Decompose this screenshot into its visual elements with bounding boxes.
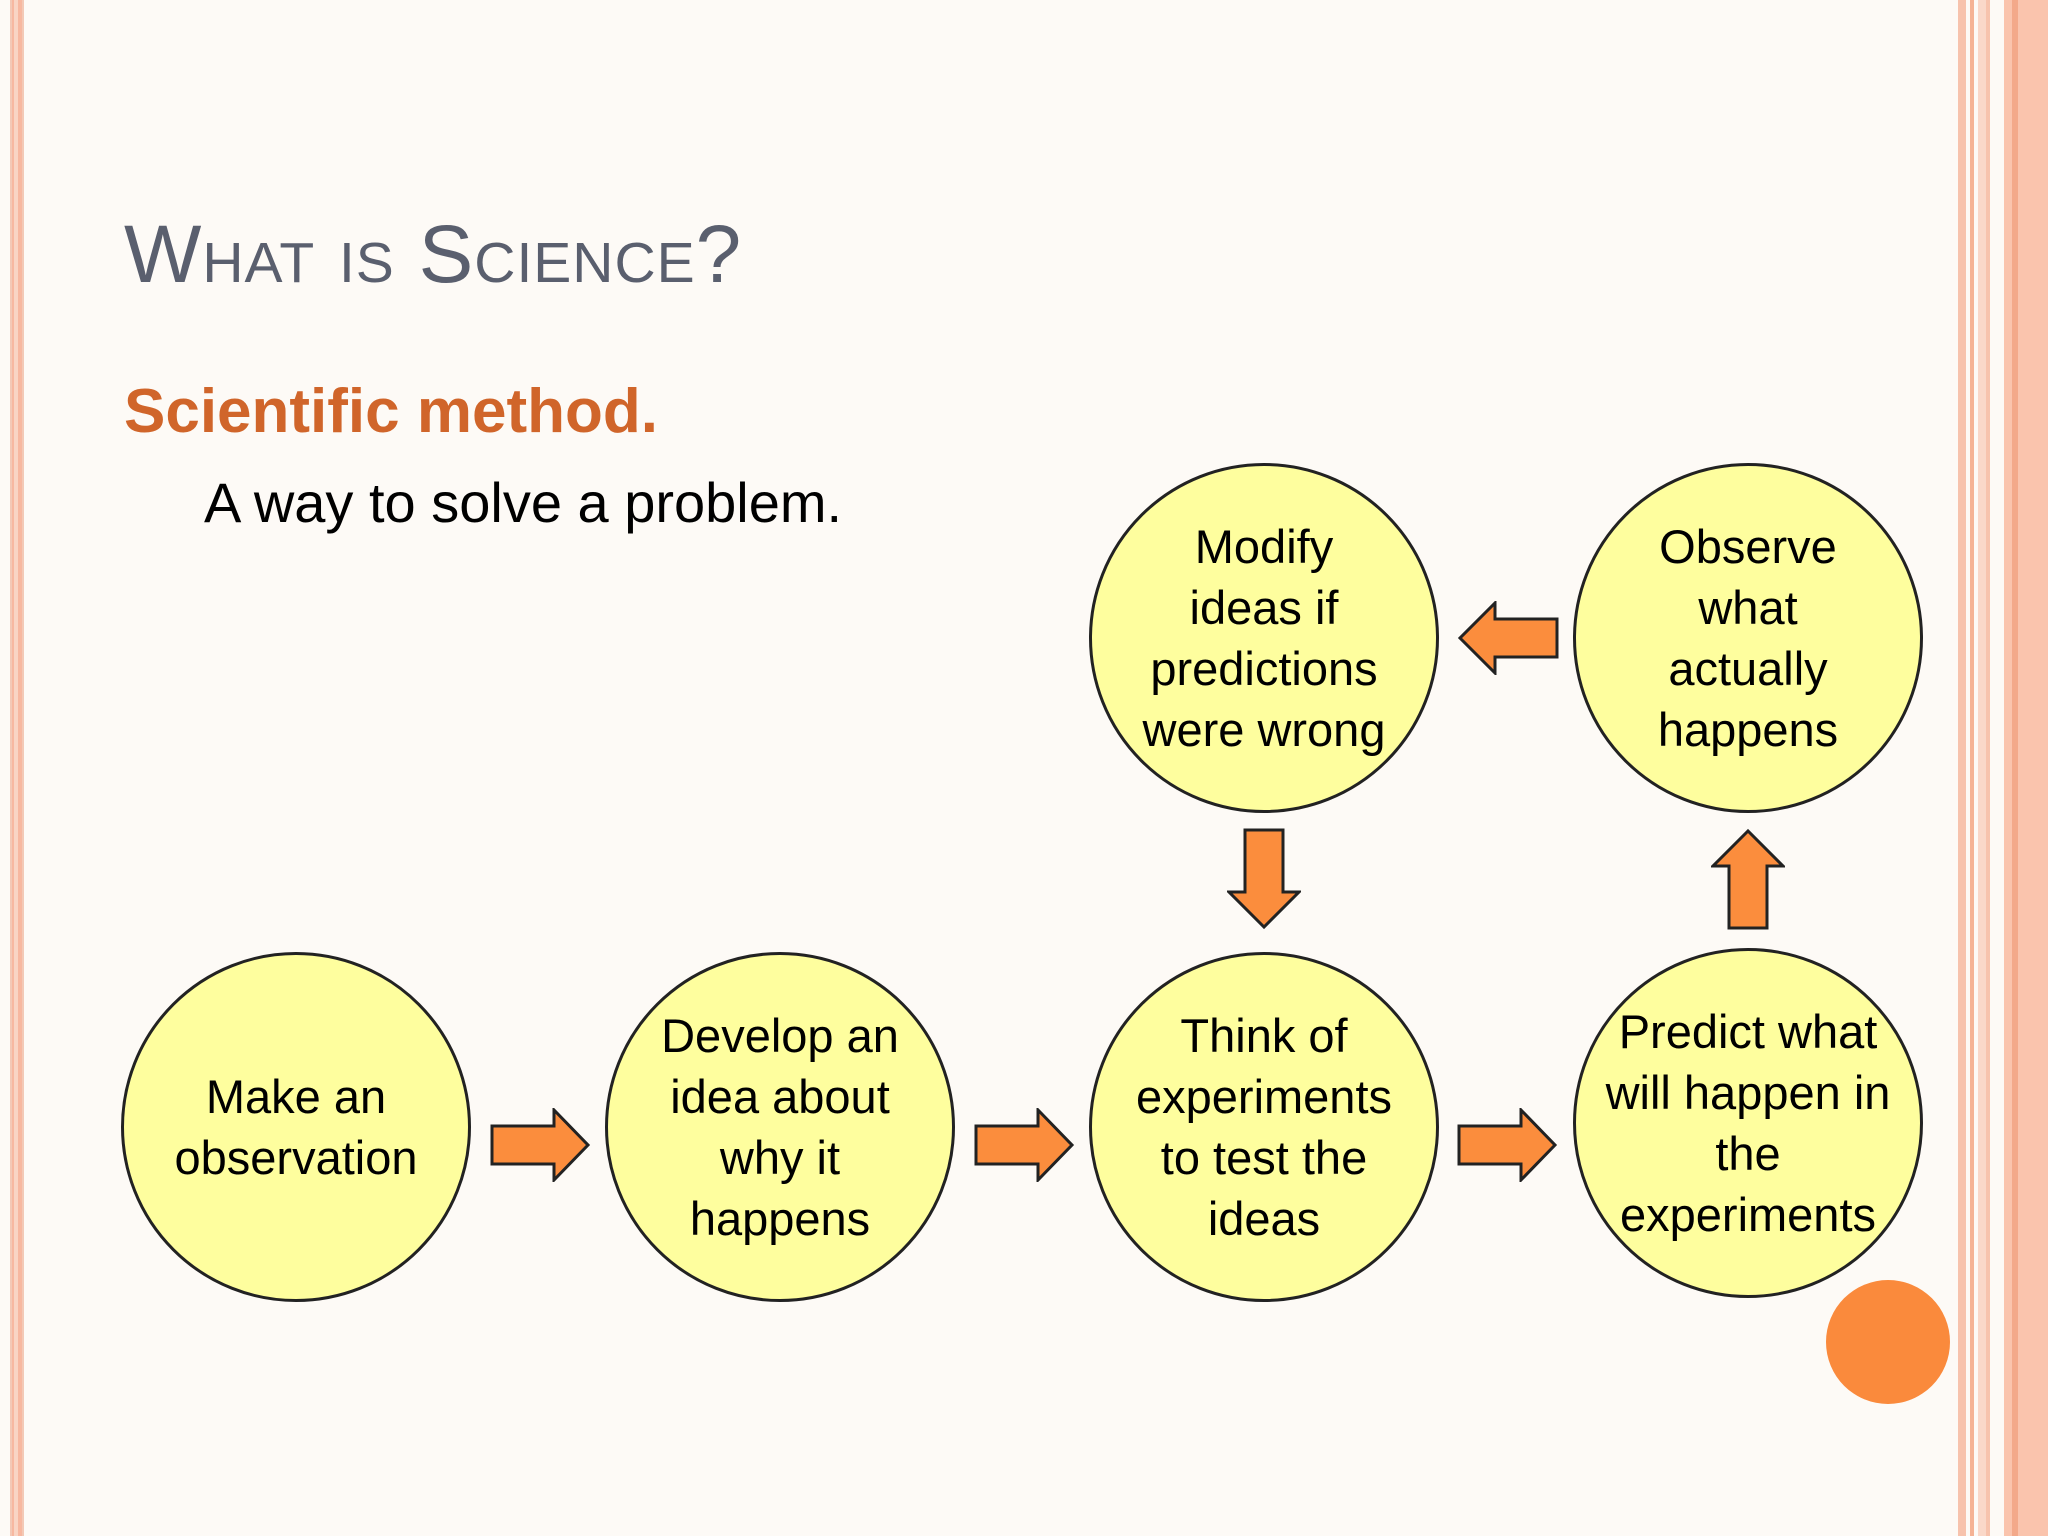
right-decorative-stripe	[1978, 0, 1986, 1536]
slide-title: What is Science?	[124, 209, 743, 300]
node-label: Develop an idea about why it happens	[661, 1009, 899, 1245]
node-make-observation: Make an observation	[121, 952, 471, 1302]
node-label: Observe what actually happens	[1657, 520, 1839, 756]
right-decorative-band-inner	[2012, 0, 2018, 1536]
arrow-right-icon	[974, 1108, 1075, 1182]
slide-subtitle: Scientific method.	[124, 377, 658, 446]
node-label: Predict what will happen in the experime…	[1605, 1005, 1891, 1241]
arrow-left-icon	[1457, 601, 1559, 675]
right-decorative-band	[2004, 0, 2048, 1536]
node-predict-results: Predict what will happen in the experime…	[1573, 948, 1923, 1298]
left-decorative-border-inner	[14, 0, 18, 1536]
node-label: Modify ideas if predictions were wrong	[1142, 520, 1386, 756]
decorative-orange-dot	[1826, 1280, 1950, 1404]
node-develop-idea: Develop an idea about why it happens	[605, 952, 955, 1302]
right-decorative-stripe	[1958, 0, 1966, 1536]
right-decorative-stripe	[1970, 0, 1974, 1536]
node-modify-ideas: Modify ideas if predictions were wrong	[1089, 463, 1439, 813]
arrow-up-icon	[1711, 828, 1785, 930]
node-observe-actual: Observe what actually happens	[1573, 463, 1923, 813]
arrow-down-icon	[1227, 828, 1301, 930]
node-label: Make an observation	[174, 1070, 418, 1184]
node-think-experiments: Think of experiments to test the ideas	[1089, 952, 1439, 1302]
arrow-right-icon	[1457, 1108, 1558, 1182]
right-decorative-stripe	[1986, 0, 1990, 1536]
arrow-right-icon	[490, 1108, 591, 1182]
slide-bullet-text: A way to solve a problem.	[204, 471, 843, 534]
node-label: Think of experiments to test the ideas	[1136, 1009, 1392, 1245]
